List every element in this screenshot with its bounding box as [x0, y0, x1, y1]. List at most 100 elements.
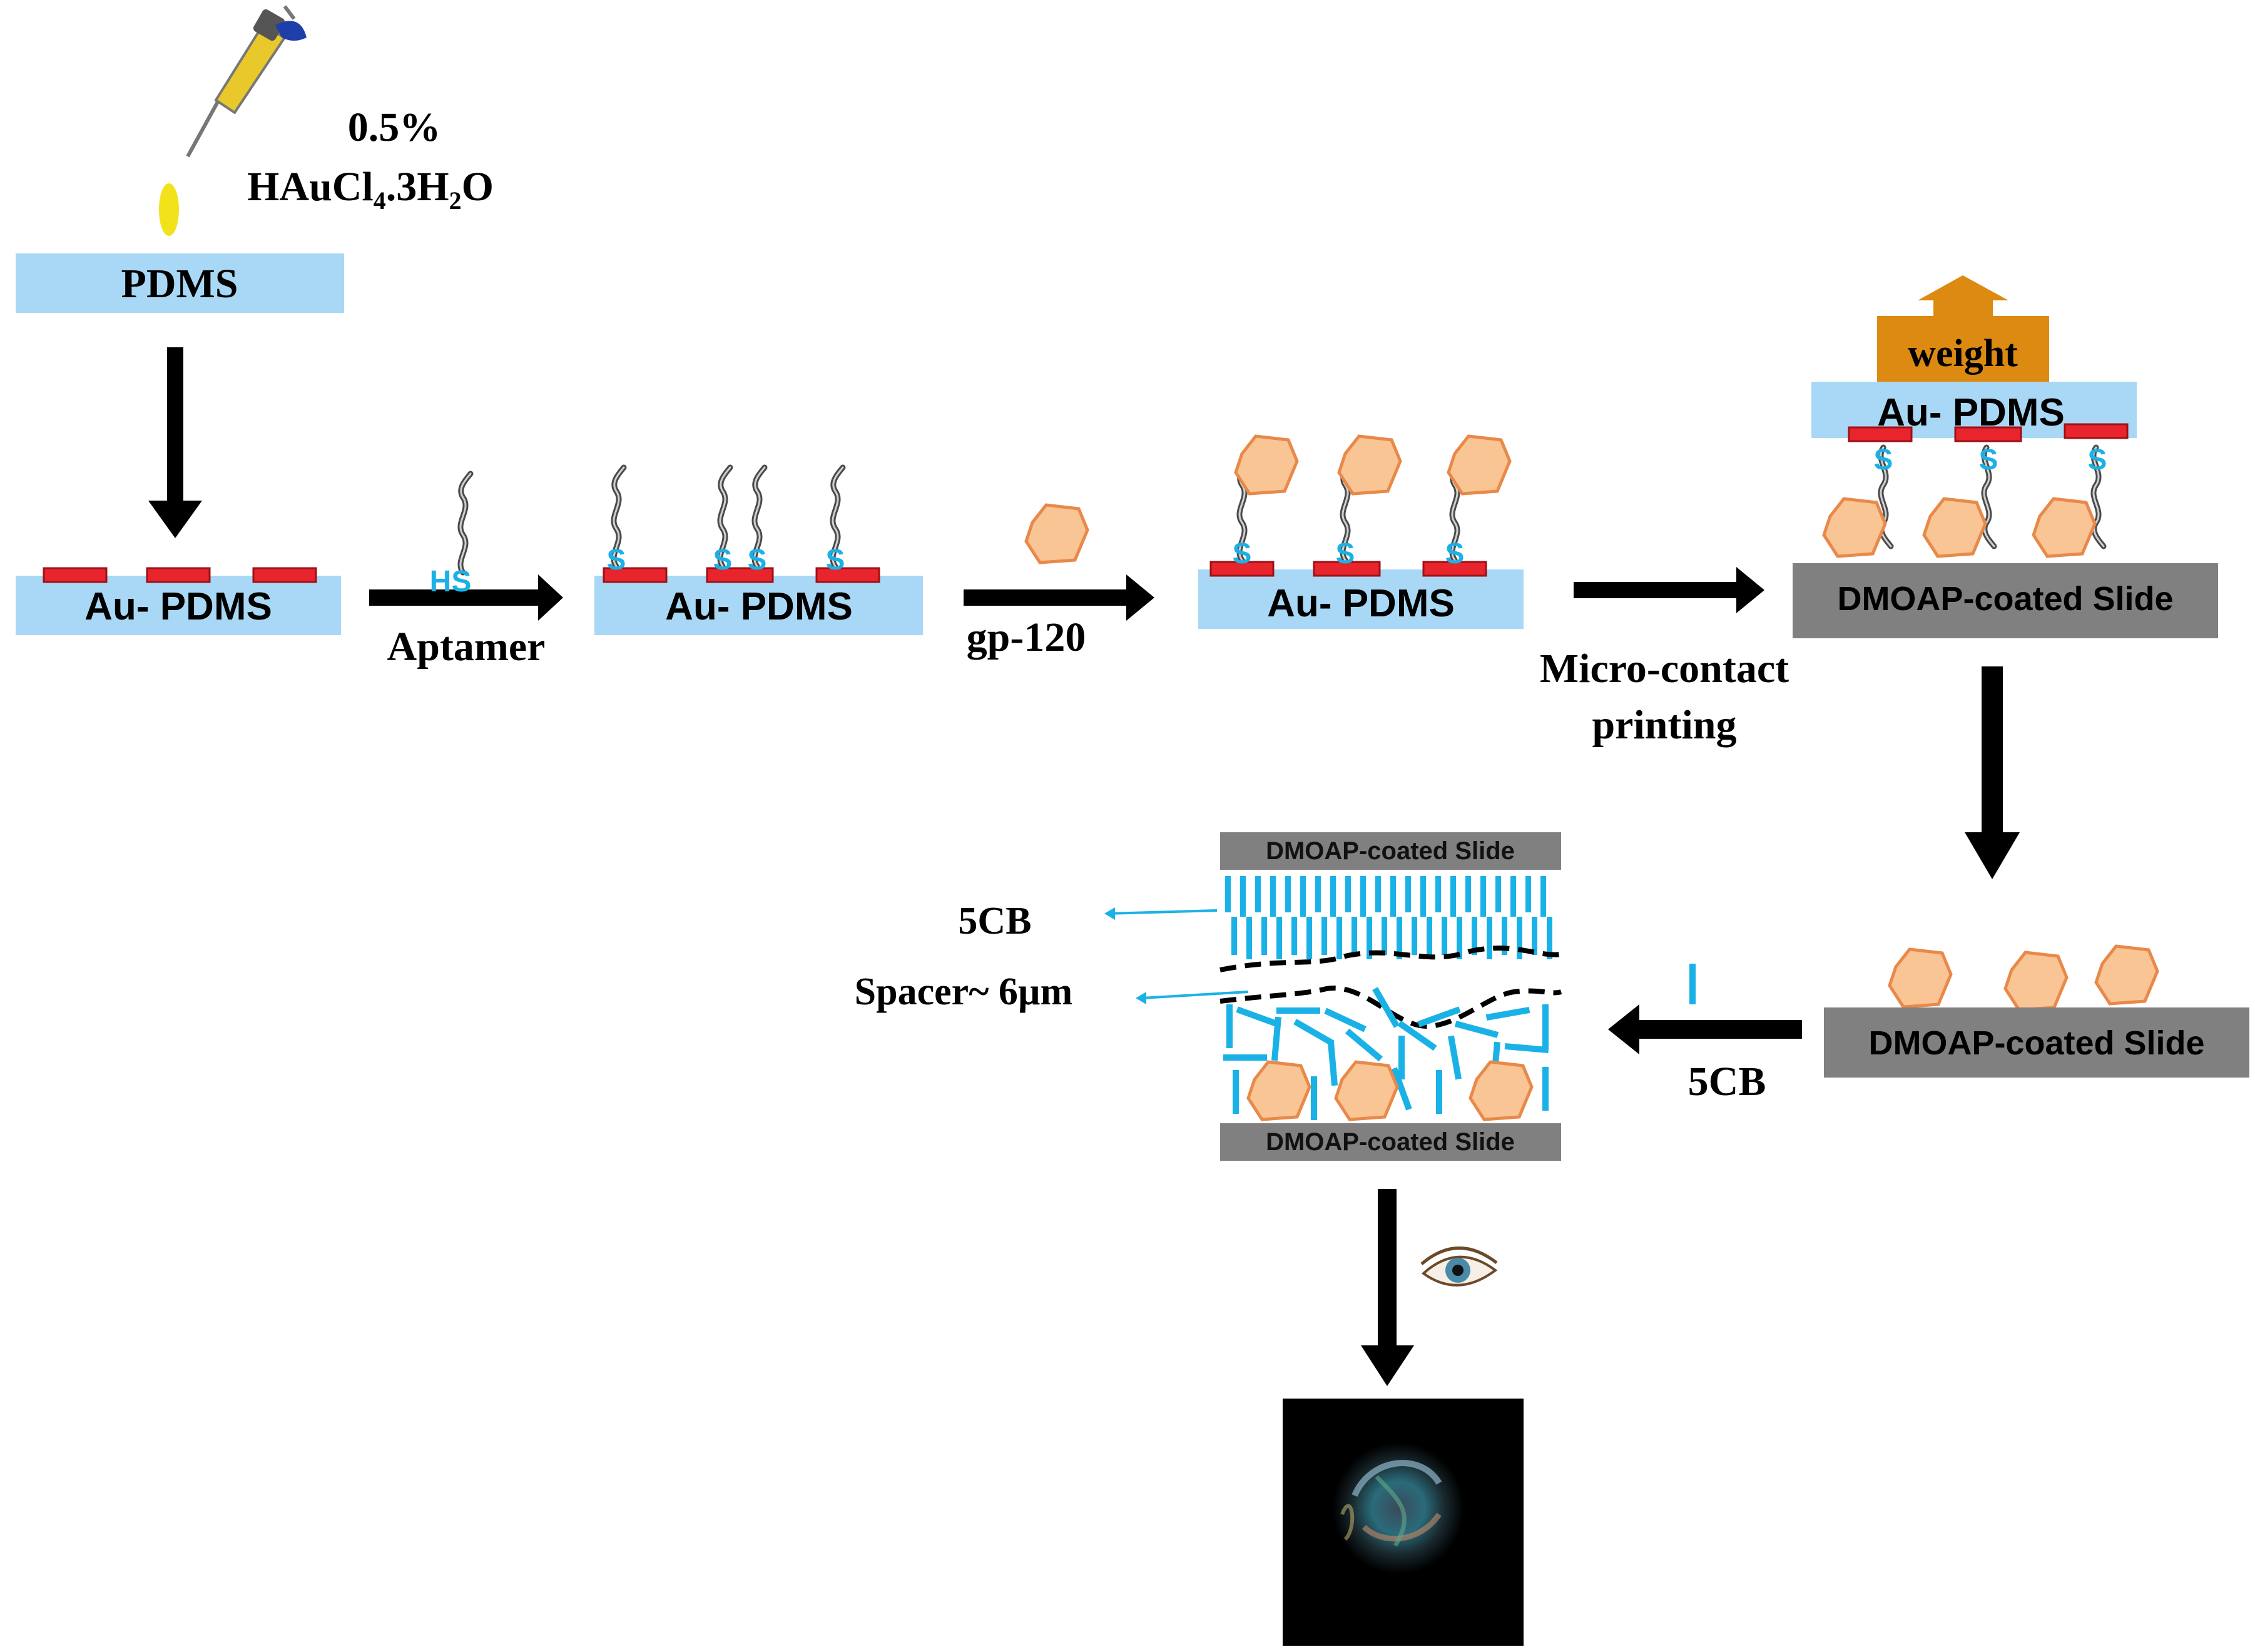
lc-molecule	[1293, 1019, 1335, 1046]
pipette-icon	[186, 5, 307, 158]
svg-text:S: S	[748, 543, 767, 576]
lc-molecule	[1321, 917, 1327, 955]
lc-molecule	[1504, 1043, 1549, 1054]
lc-molecule	[1345, 876, 1351, 912]
au-pdms-stamp	[1811, 382, 2137, 442]
lc-molecule	[1255, 876, 1261, 912]
arrow-down-3	[1361, 1189, 1414, 1386]
lc-molecule	[1330, 876, 1336, 917]
lc-molecule	[1450, 876, 1456, 917]
arrow-aptamer	[369, 574, 563, 621]
aligned-lc-layer	[1225, 876, 1552, 959]
5cb-molecule-icon	[1689, 964, 1696, 1004]
dmoap-slide-label-bottom: DMOAP-coated Slide	[1266, 1128, 1515, 1156]
micro-contact-label-line2: printing	[1592, 702, 1736, 748]
pdms-slab	[16, 253, 344, 313]
lc-molecule	[1225, 876, 1231, 912]
lc-molecule	[1532, 917, 1537, 955]
lc-molecule	[1223, 1054, 1267, 1061]
lc-molecule	[1375, 876, 1381, 912]
5cb-callout-label: 5CB	[958, 900, 1031, 942]
lc-molecule	[1226, 1004, 1233, 1048]
aptamer-label: Aptamer	[387, 624, 546, 670]
lc-molecule	[1327, 1041, 1338, 1086]
lc-molecule	[1487, 917, 1492, 959]
weight-label: weight	[1908, 332, 2018, 375]
lc-molecule	[1397, 1020, 1437, 1051]
au-pdms-label-3: Au- PDMS	[1267, 582, 1455, 625]
5cb-label-arrow: 5CB	[1688, 1059, 1766, 1104]
lc-molecule	[1391, 1067, 1412, 1111]
lc-molecule	[1276, 1007, 1320, 1014]
micro-contact-label-line1: Micro-contact	[1540, 646, 1789, 691]
arrow-down-2	[1965, 666, 2020, 879]
lc-molecule	[1231, 917, 1237, 955]
lc-molecule	[1240, 876, 1246, 917]
spacer-callout-line	[1141, 991, 1249, 999]
pdms-label: PDMS	[121, 261, 238, 307]
lc-molecule	[1398, 1036, 1405, 1079]
svg-text:S: S	[607, 543, 626, 576]
svg-text:S: S	[1874, 443, 1893, 476]
dmoap-slide-label-2: DMOAP-coated Slide	[1868, 1024, 2204, 1062]
lc-molecule	[1291, 917, 1297, 955]
dmoap-slide-label-1: DMOAP-coated Slide	[1837, 580, 2173, 618]
reagent-formula: HAuCl4.3H2O	[247, 164, 494, 215]
lc-molecule	[1547, 917, 1552, 959]
au-pdms-label-1: Au- PDMS	[84, 585, 272, 628]
dmoap-slide-2	[1824, 1007, 2249, 1078]
lc-molecule	[1542, 1067, 1549, 1111]
lc-molecule	[1324, 1007, 1367, 1032]
lc-molecule	[1502, 917, 1507, 955]
lc-molecule	[1336, 917, 1342, 959]
arrow-gp120	[964, 574, 1154, 621]
au-pdms-label-2: Au- PDMS	[665, 585, 853, 628]
au-pdms-substrate-2	[594, 567, 923, 635]
lc-molecule	[1233, 1070, 1239, 1114]
lc-molecule	[1436, 1070, 1442, 1114]
lc-molecule	[1372, 987, 1400, 1028]
lc-molecule	[1405, 876, 1411, 912]
eye-icon	[1420, 1247, 1498, 1287]
microscope-image	[1283, 1399, 1524, 1646]
lc-molecule	[1454, 1021, 1499, 1038]
lc-molecule	[1542, 1004, 1549, 1048]
lc-molecule	[1435, 876, 1441, 912]
lc-molecule	[1457, 917, 1462, 959]
hs-label: HS	[430, 565, 472, 598]
gp120-protein-icon	[1026, 505, 1087, 563]
lc-molecule	[1285, 876, 1291, 912]
cell-proteins	[1248, 1062, 1532, 1119]
lc-molecule	[1442, 917, 1447, 955]
svg-text:S: S	[1979, 443, 1998, 476]
lc-molecule	[1540, 876, 1546, 917]
captured-proteins-1	[1236, 436, 1510, 494]
lc-molecule	[1420, 876, 1426, 917]
weight-block	[1877, 275, 2049, 385]
spacer-callout-arrowhead	[1136, 992, 1146, 1004]
lc-molecule	[1465, 876, 1471, 912]
svg-text:S: S	[713, 543, 733, 576]
lc-molecule	[1271, 1016, 1282, 1061]
lc-molecule	[1510, 876, 1516, 917]
lc-molecule	[1306, 917, 1312, 959]
lc-molecule	[1360, 876, 1366, 917]
lc-molecule	[1315, 876, 1321, 912]
lc-molecule	[1397, 917, 1402, 959]
captured-proteins-2	[1824, 499, 2095, 556]
lc-molecule	[1525, 876, 1531, 912]
5cb-callout-arrowhead	[1104, 907, 1115, 920]
lc-molecule	[1300, 876, 1306, 917]
lc-molecule	[1367, 917, 1372, 959]
5cb-callout-line	[1107, 909, 1218, 915]
spacer-line-top	[1219, 946, 1562, 972]
reagent-concentration: 0.5%	[348, 105, 441, 150]
lc-molecule	[1472, 917, 1477, 955]
lc-molecule	[1382, 917, 1387, 955]
svg-text:S: S	[2088, 443, 2107, 476]
dmoap-slide-label-top: DMOAP-coated Slide	[1266, 837, 1515, 865]
lc-molecule	[1236, 1006, 1280, 1027]
lc-molecule	[1485, 1006, 1530, 1021]
gp120-label: gp-120	[967, 614, 1086, 660]
